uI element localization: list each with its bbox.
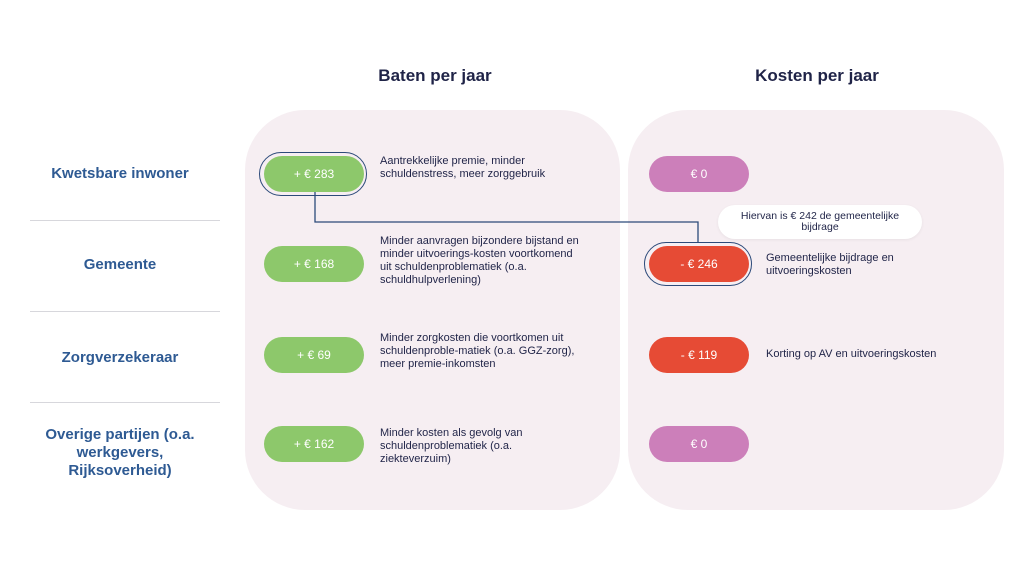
callout-bubble: Hiervan is € 242 de gemeentelijke bijdra… xyxy=(718,205,922,239)
kosten-header: Kosten per jaar xyxy=(755,66,879,85)
highlight-ring xyxy=(644,242,752,286)
callout-text: Hiervan is € 242 de gemeentelijke bijdra… xyxy=(740,210,900,233)
baten-desc-kwetsbare-inwoner: Aantrekkelijke premie, minder schuldenst… xyxy=(380,155,546,180)
highlight-ring xyxy=(259,152,367,196)
kosten-value-kwetsbare-inwoner: € 0 xyxy=(649,156,749,192)
kosten-value-gemeente: - € 246 xyxy=(649,246,749,282)
baten-value-gemeente: + € 168 xyxy=(264,246,364,282)
baten-desc-overige-partijen: Minder kosten als gevolg van schuldenpro… xyxy=(380,427,523,465)
kosten-value-overige-partijen: € 0 xyxy=(649,426,749,462)
baten-desc-zorgverzekeraar: Minder zorgkosten die voortkomen uit sch… xyxy=(380,332,575,370)
kosten-value-zorgverzekeraar: - € 119 xyxy=(649,337,749,373)
kosten-desc-zorgverzekeraar: Korting op AV en uitvoeringskosten xyxy=(766,348,937,360)
row-label-gemeente: Gemeente xyxy=(83,256,157,273)
row-label-overige-partijen: Overige partijen (o.a. werkgevers, Rijks… xyxy=(45,426,195,479)
row-label-kwetsbare-inwoner: Kwetsbare inwoner xyxy=(51,165,189,182)
baten-desc-gemeente: Minder aanvragen bijzondere bijstand en … xyxy=(380,235,579,286)
row-divider xyxy=(30,311,220,312)
kosten-desc-gemeente: Gemeentelijke bijdrage en uitvoeringskos… xyxy=(766,252,894,277)
baten-header: Baten per jaar xyxy=(378,66,492,85)
baten-value-zorgverzekeraar: + € 69 xyxy=(264,337,364,373)
row-divider xyxy=(30,402,220,403)
row-divider xyxy=(30,220,220,221)
baten-value-kwetsbare-inwoner: + € 283 xyxy=(264,156,364,192)
baten-value-overige-partijen: + € 162 xyxy=(264,426,364,462)
row-label-zorgverzekeraar: Zorgverzekeraar xyxy=(61,349,179,366)
